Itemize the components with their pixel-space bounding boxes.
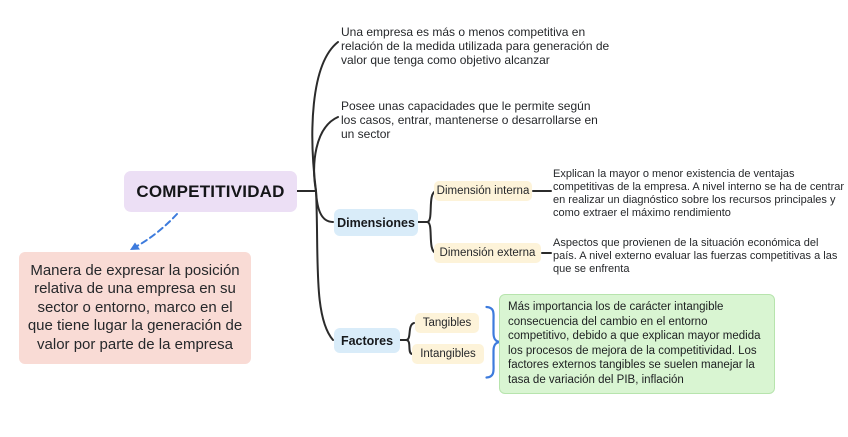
leaf-node-dimension-interna[interactable]: Dimensión interna: [434, 181, 532, 201]
dimension-externa-description[interactable]: Aspectos que provienen de la situación e…: [553, 237, 845, 276]
dimensiones-label: Dimensiones: [337, 215, 415, 230]
dimension-interna-description[interactable]: Explican la mayor o menor existencia de …: [553, 168, 848, 220]
definition-note-text: Manera de expresar la posición relativa …: [27, 261, 243, 353]
root-node-competitividad[interactable]: COMPETITIVIDAD: [124, 171, 297, 212]
factores-note-text: Más importancia los de carácter intangib…: [508, 301, 761, 386]
branch-line-note2: [313, 116, 339, 192]
root-node-label: COMPETITIVIDAD: [136, 181, 285, 201]
definition-note[interactable]: Manera de expresar la posición relativa …: [19, 252, 251, 364]
branch-line-dimensiones: [315, 190, 334, 223]
note-2-text: Posee unas capacidades que le permite se…: [341, 99, 598, 141]
factores-label: Factores: [340, 333, 394, 348]
leaf-node-tangibles[interactable]: Tangibles: [415, 313, 479, 333]
note-node-1[interactable]: Una empresa es más o menos competitiva e…: [341, 25, 623, 67]
leaf-node-intangibles[interactable]: Intangibles: [412, 344, 484, 364]
branch-line-factores: [315, 190, 334, 341]
leaf-node-dimension-externa[interactable]: Dimensión externa: [434, 243, 541, 263]
dimension-externa-description-text: Aspectos que provienen de la situación e…: [553, 237, 838, 275]
note-node-2[interactable]: Posee unas capacidades que le permite se…: [341, 99, 609, 141]
intangibles-label: Intangibles: [420, 348, 476, 360]
branch-line-tangibles: [405, 322, 415, 341]
factores-brace: [485, 305, 501, 379]
note-1-text: Una empresa es más o menos competitiva e…: [341, 25, 610, 67]
dimension-interna-description-text: Explican la mayor o menor existencia de …: [553, 168, 845, 219]
definition-arrow: [130, 213, 178, 250]
branch-line-note1: [311, 41, 339, 192]
branch-node-factores[interactable]: Factores: [334, 328, 400, 353]
branch-node-dimensiones[interactable]: Dimensiones: [334, 209, 418, 236]
factores-note[interactable]: Más importancia los de carácter intangib…: [499, 294, 775, 394]
dimension-interna-label: Dimensión interna: [436, 185, 530, 197]
tangibles-label: Tangibles: [422, 317, 472, 329]
dimension-externa-label: Dimensión externa: [439, 247, 536, 259]
